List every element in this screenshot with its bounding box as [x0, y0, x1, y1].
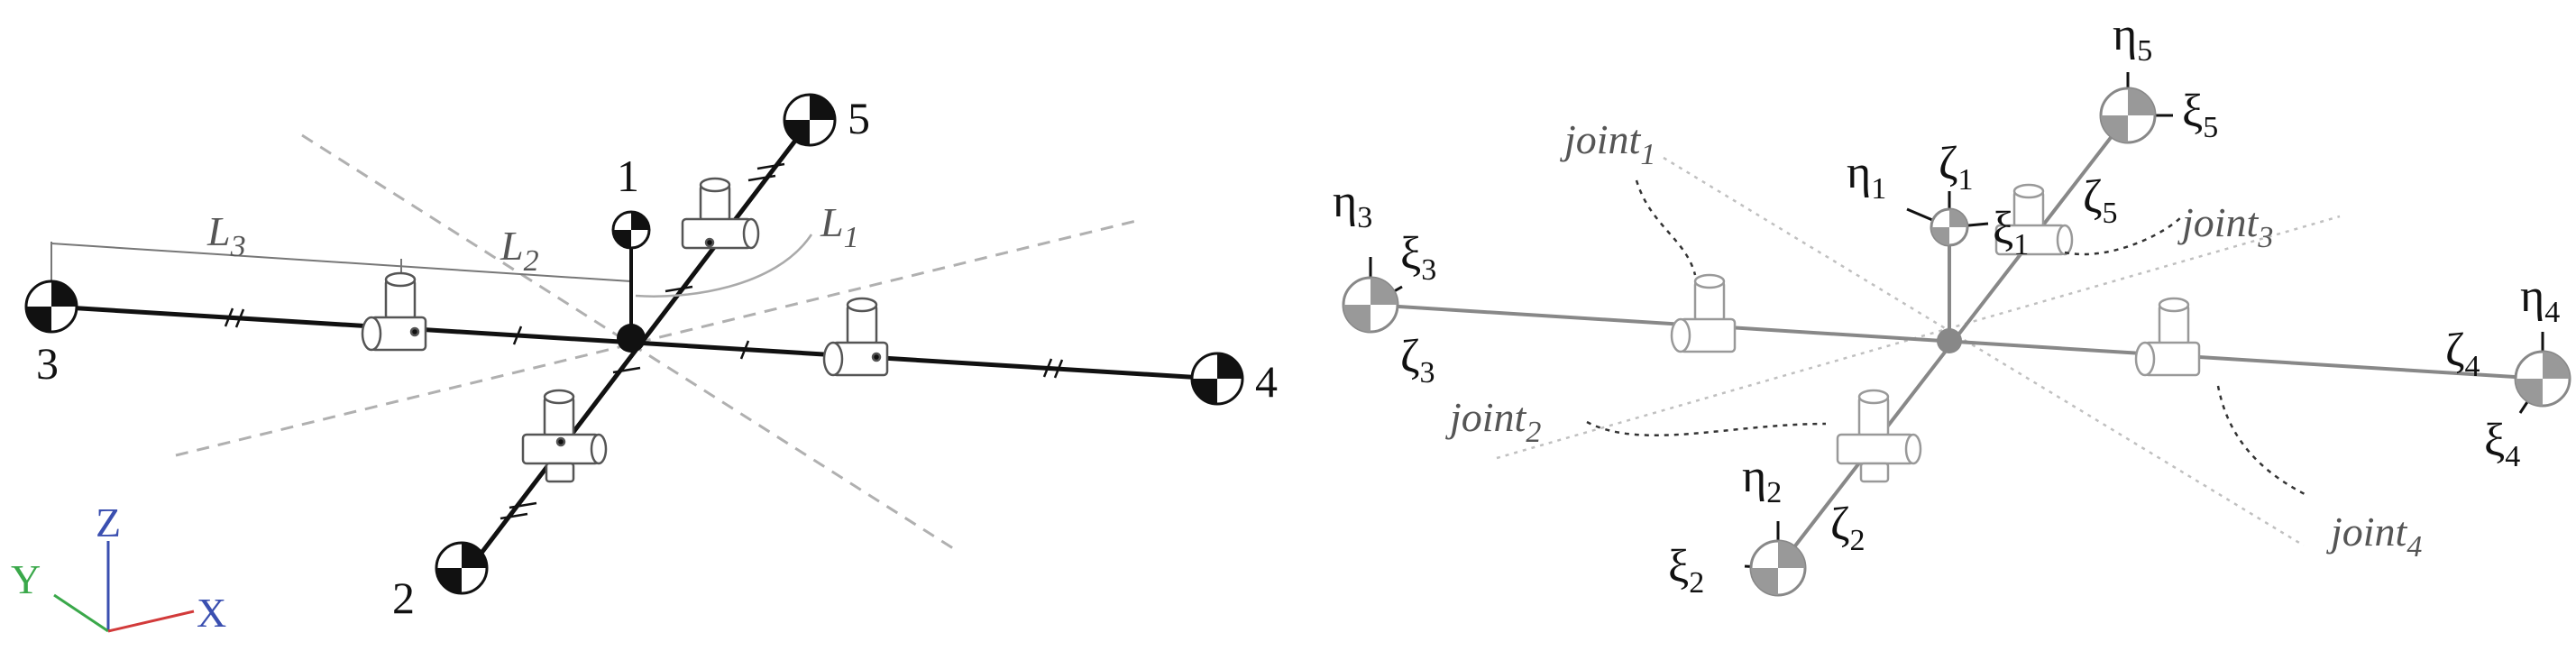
guide-line — [175, 219, 1137, 457]
xi-label-2: ξ2 — [1668, 541, 1704, 600]
guide-line — [1663, 156, 2305, 547]
joint-icon — [1670, 273, 1737, 353]
z-axis-label: Z — [96, 500, 121, 546]
mass-icon — [2099, 87, 2157, 144]
mass-icon — [1749, 539, 1807, 597]
xi-label-3: ξ3 — [1400, 228, 1436, 287]
node-label-2: 2 — [392, 573, 415, 623]
mass-icon — [611, 210, 651, 250]
eta-label-2: η2 — [1742, 451, 1782, 509]
joint-icon — [2134, 297, 2201, 377]
node-label-5: 5 — [848, 93, 870, 143]
node-label-4: 4 — [1255, 356, 1278, 407]
axes-triad: Z Y X — [11, 500, 226, 636]
guide-line — [1496, 215, 2341, 460]
mass-icon — [1190, 352, 1244, 406]
mass-icon — [2514, 350, 2571, 408]
joint-leaders — [1586, 179, 2309, 498]
joint-icon — [1994, 183, 2074, 256]
joint-icon — [361, 271, 427, 352]
leader-l1 — [635, 234, 813, 298]
x-axis — [107, 610, 195, 633]
joint-label-1: joint1 — [1560, 116, 1655, 171]
length-label-l1: L1 — [820, 199, 859, 254]
mass-icon — [435, 541, 489, 595]
mass-icon — [783, 93, 837, 147]
length-label-l3: L3 — [206, 208, 246, 263]
mass-icon — [1930, 207, 1969, 247]
mass-icon — [24, 280, 78, 334]
node-label-3: 3 — [36, 338, 59, 389]
joint-label-2: joint2 — [1445, 394, 1541, 449]
joint-label-3: joint3 — [2177, 199, 2273, 254]
hub-node — [1937, 328, 1962, 353]
right-diagram: joint1 joint2 joint3 joint4 η3 ξ3 ζ3 η4 … — [1333, 9, 2571, 600]
mass-icon — [1342, 276, 1399, 334]
dimension-line — [50, 243, 632, 282]
y-axis — [53, 593, 109, 633]
joint-icon — [681, 177, 760, 250]
zeta-label-4: ζ4 — [2445, 325, 2480, 383]
equal-ticks — [224, 162, 1064, 520]
joint-icon — [521, 389, 608, 483]
joint-label-4: joint4 — [2326, 509, 2422, 564]
zeta-label-5: ζ5 — [2083, 171, 2118, 230]
xi-label-4: ξ4 — [2484, 415, 2520, 473]
hub-node — [617, 324, 646, 353]
joint-icon — [822, 297, 889, 377]
xi-label-1: ξ1 — [1993, 203, 2029, 261]
x-axis-label: X — [197, 590, 226, 636]
eta-label-3: η3 — [1333, 176, 1372, 234]
eta-label-1: η1 — [1847, 147, 1886, 206]
zeta-label-3: ζ3 — [1400, 331, 1435, 390]
eta-label-5: η5 — [2113, 9, 2152, 68]
joint-icon — [1836, 389, 1922, 483]
length-label-l2: L2 — [500, 223, 539, 278]
left-diagram: 1 2 3 4 5 L3 L2 L1 — [24, 93, 1278, 623]
eta-label-4: η4 — [2520, 270, 2560, 329]
node-label-1: 1 — [617, 151, 639, 201]
zeta-label-2: ζ2 — [1830, 499, 1866, 557]
zeta-label-1: ζ1 — [1939, 138, 1974, 197]
xi-label-5: ξ5 — [2182, 86, 2218, 144]
y-axis-label: Y — [11, 556, 41, 602]
